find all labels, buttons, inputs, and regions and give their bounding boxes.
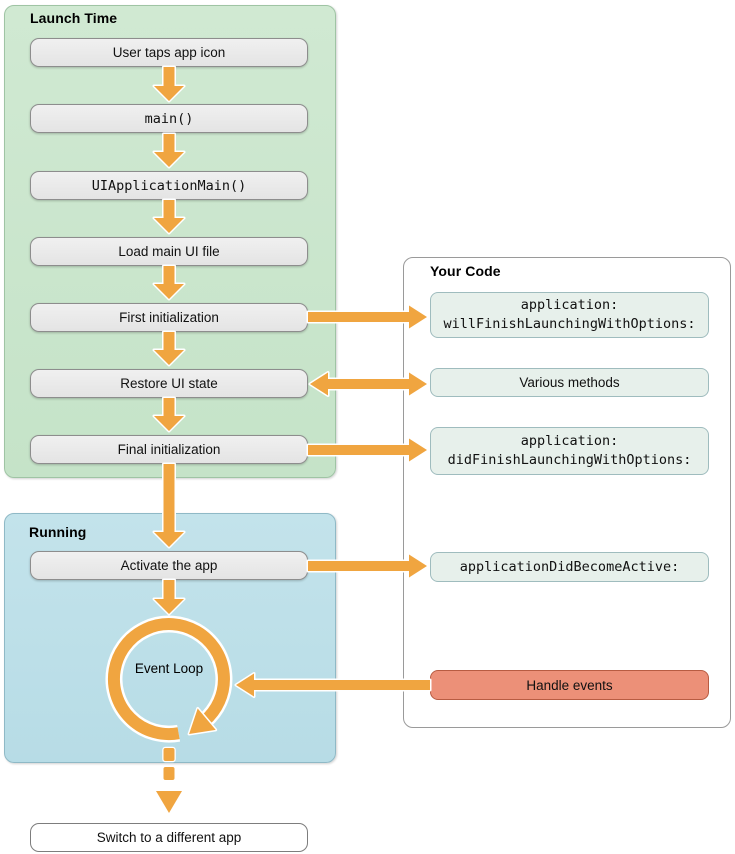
step-final-initialization: Final initialization xyxy=(30,435,308,464)
callback-line: willFinishLaunchingWithOptions: xyxy=(443,316,696,332)
callback-line: application: xyxy=(520,297,619,313)
step-main: main() xyxy=(30,104,308,133)
callback-handle-events: Handle events xyxy=(430,670,709,700)
running-title: Running xyxy=(29,524,87,540)
step-switch-to-different-app: Switch to a different app xyxy=(30,823,308,852)
event-loop-label: Event Loop xyxy=(119,659,219,678)
launch-time-title: Launch Time xyxy=(30,10,118,26)
step-restore-ui-state: Restore UI state xyxy=(30,369,308,398)
callback-line: didFinishLaunchingWithOptions: xyxy=(447,452,692,468)
your-code-title: Your Code xyxy=(430,263,501,279)
callback-line: Various methods xyxy=(519,375,620,390)
step-user-taps-app-icon: User taps app icon xyxy=(30,38,308,67)
callback-line: Handle events xyxy=(526,677,613,693)
callback-line: applicationDidBecomeActive: xyxy=(459,558,680,575)
event-loop-line2: Loop xyxy=(173,661,204,676)
step-activate-the-app: Activate the app xyxy=(30,551,308,580)
callback-did-become-active: applicationDidBecomeActive: xyxy=(430,552,709,582)
event-loop-line1: Event xyxy=(134,661,170,676)
step-uiapplicationmain: UIApplicationMain() xyxy=(30,171,308,200)
step-load-main-ui-file: Load main UI file xyxy=(30,237,308,266)
callback-various-methods: Various methods xyxy=(430,368,709,397)
callback-will-finish-launching: application: willFinishLaunchingWithOpti… xyxy=(430,292,709,338)
step-first-initialization: First initialization xyxy=(30,303,308,332)
callback-line: application: xyxy=(520,433,619,449)
callback-did-finish-launching: application: didFinishLaunchingWithOptio… xyxy=(430,427,709,475)
